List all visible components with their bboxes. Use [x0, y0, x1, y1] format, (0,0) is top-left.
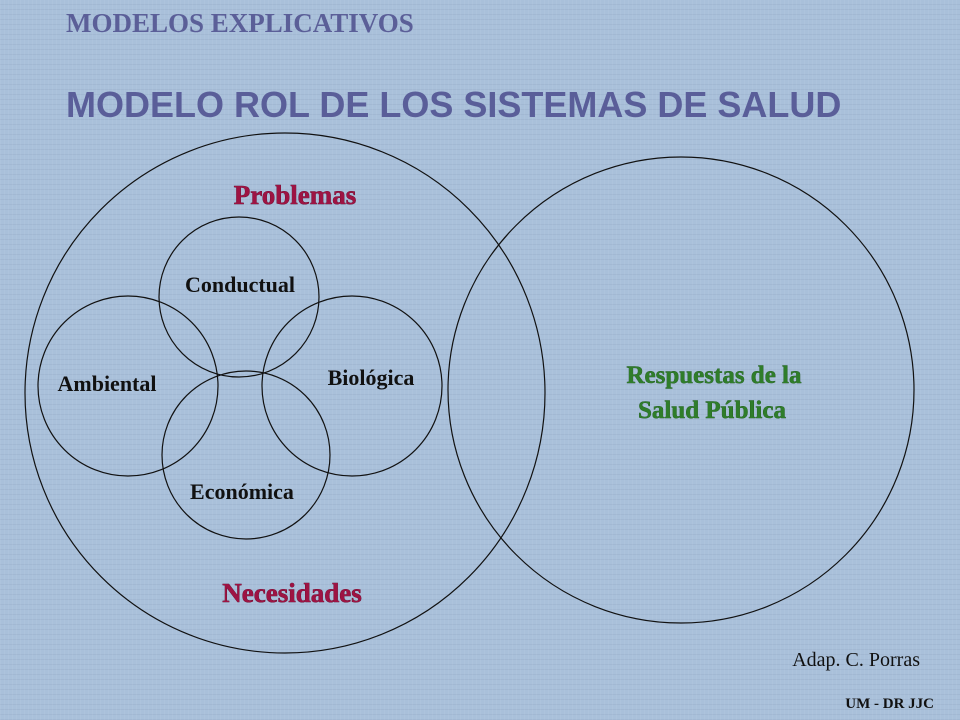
conductual-label: Conductual: [185, 272, 295, 297]
problems-needs-circle: [24, 132, 546, 654]
footer-text: UM - DR JJC: [845, 696, 934, 712]
ambiental-label: Ambiental: [58, 371, 157, 396]
slide-title: MODELO ROL DE LOS SISTEMAS DE SALUD: [66, 84, 842, 125]
ambiental-circle: [37, 295, 219, 477]
credit-text: Adap. C. Porras: [792, 649, 920, 671]
public-health-response-circle: [447, 156, 915, 624]
biologica-circle: [261, 295, 443, 477]
economica-circle: [161, 370, 331, 540]
respuestas-label-line2: Salud Pública: [638, 397, 786, 424]
biologica-label: Biológica: [328, 365, 415, 390]
necesidades-label: Necesidades: [222, 578, 361, 608]
problemas-label: Problemas: [234, 180, 357, 210]
respuestas-label-line1: Respuestas de la: [626, 362, 802, 389]
conductual-circle: [158, 216, 320, 378]
slide-subtitle: MODELOS EXPLICATIVOS: [66, 8, 414, 38]
economica-label: Económica: [190, 479, 294, 504]
